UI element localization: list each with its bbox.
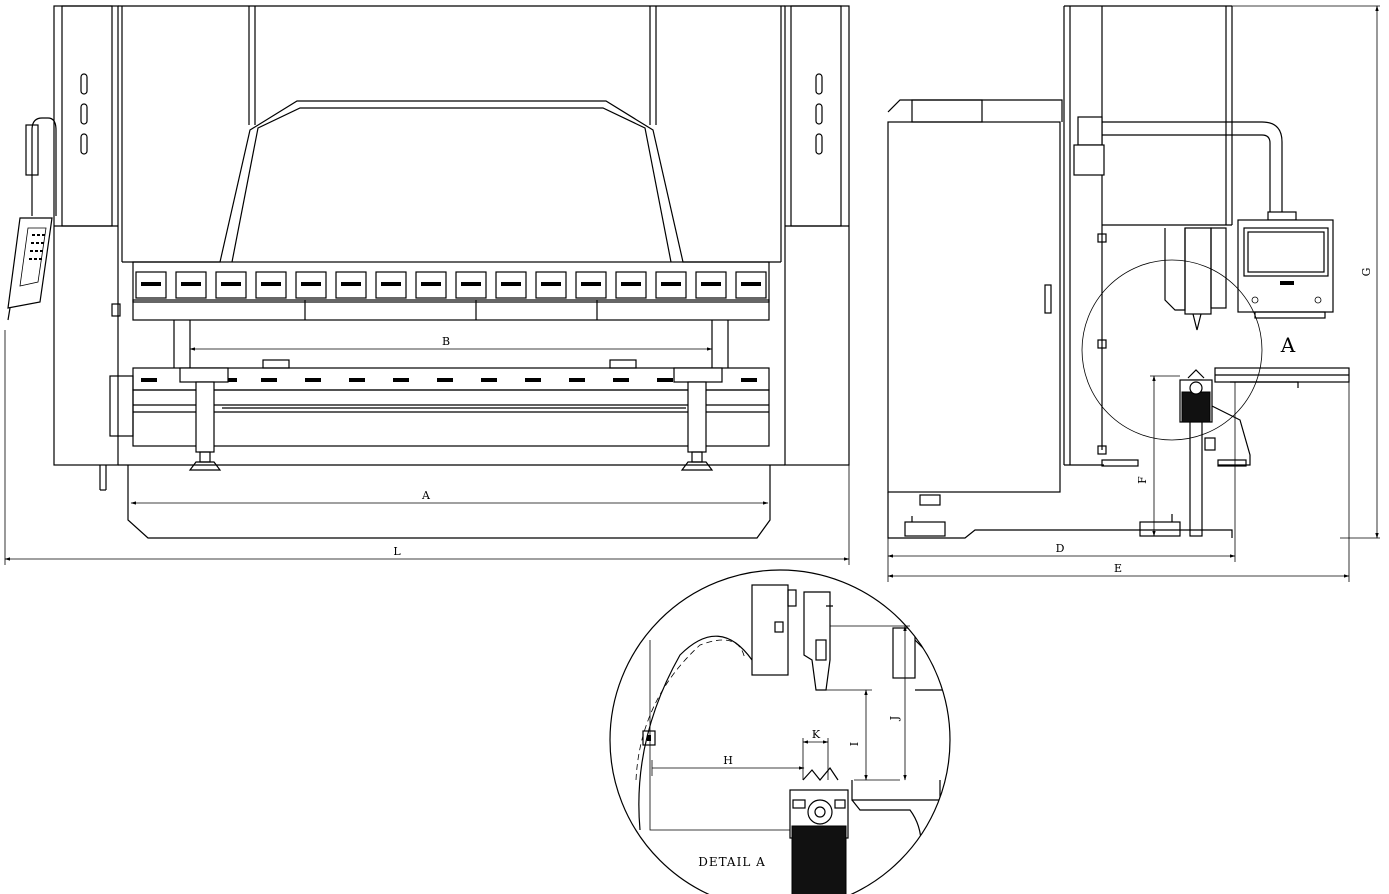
dimension-l: L	[4, 330, 850, 565]
left-side-frame	[53, 5, 119, 491]
dimension-h-label: H	[723, 754, 733, 767]
detail-a-title: DETAIL A	[698, 855, 766, 869]
dimension-e: E	[887, 382, 1350, 582]
dimension-g: G	[1232, 5, 1380, 539]
detail-a-view: H K I J DETAIL A	[609, 569, 951, 894]
dimension-g-label: G	[1360, 268, 1373, 277]
dimension-b-label: B	[442, 335, 450, 348]
dimension-l-label: L	[393, 545, 401, 558]
controller-screen	[1237, 219, 1334, 319]
dimension-f-label: F	[1136, 476, 1149, 484]
dimension-h: H	[651, 754, 805, 776]
bottom-apron	[127, 465, 771, 539]
dimension-f: F	[1136, 375, 1180, 537]
dimension-b: B	[189, 335, 713, 351]
controller-swing-arm	[1073, 116, 1297, 221]
side-support-table	[1214, 367, 1350, 388]
front-view: B	[4, 5, 850, 565]
dimension-j: J	[830, 625, 910, 781]
side-base	[887, 492, 1233, 539]
side-backgauge-motor	[1179, 369, 1213, 423]
dimension-i-label: I	[848, 742, 861, 746]
side-view: A F G D E	[887, 5, 1380, 582]
lower-beam	[109, 359, 770, 447]
hydraulic-cabinet	[887, 99, 1063, 506]
side-ram	[1164, 227, 1227, 331]
dimension-a: A	[130, 489, 769, 505]
right-side-frame	[784, 5, 850, 466]
dimension-i: I	[826, 689, 900, 781]
front-support-arms	[179, 367, 723, 471]
detail-a-callout: A	[1081, 259, 1296, 441]
dimension-k: K	[802, 728, 829, 780]
dimension-d-label: D	[1056, 542, 1065, 555]
dimension-a-label: A	[421, 489, 431, 502]
dimension-k-label: K	[812, 728, 821, 741]
upper-beam	[118, 5, 785, 263]
dimension-j-label: J	[888, 716, 901, 721]
detail-callout-label: A	[1280, 333, 1296, 357]
side-frame	[1063, 5, 1233, 467]
dimension-e-label: E	[1114, 562, 1122, 575]
pendant-control-panel	[7, 117, 57, 321]
upper-clamp-row	[111, 261, 770, 321]
